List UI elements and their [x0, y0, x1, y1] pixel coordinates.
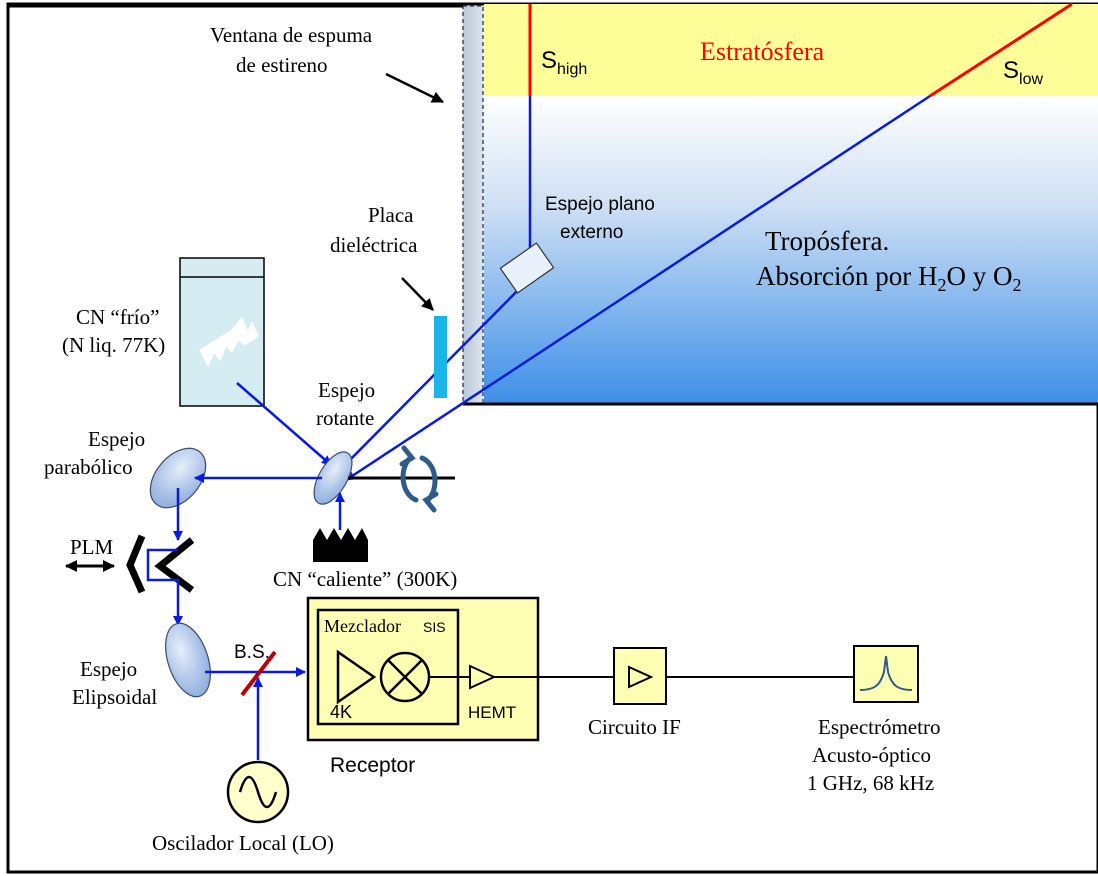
- troposphere-label: Tropósfera.: [765, 226, 889, 256]
- hemt-amplifier-icon: [469, 664, 497, 690]
- spectrometer-label-line1: Espectrómetro: [818, 715, 940, 739]
- window-pointer-arrow: [385, 72, 444, 104]
- if-amplifier-icon: [628, 665, 654, 689]
- troposphere-band: [484, 96, 1098, 404]
- mixer-label: Mezclador: [324, 616, 401, 636]
- sis-mixer-box: [316, 608, 460, 726]
- sis-label: SIS: [423, 619, 446, 635]
- sis-amplifier-icon: [336, 649, 377, 705]
- s-low-red: [929, 2, 1073, 98]
- plm-roof-mirror: [126, 534, 146, 594]
- parabolic-mirror: [149, 447, 207, 509]
- flat-mirror-label-line1: Espejo plano: [545, 194, 655, 215]
- dielectric-plate: [434, 316, 447, 398]
- rotation-arrow-icon: [399, 445, 439, 513]
- dielectric-pointer-arrow: [401, 277, 434, 311]
- absorption-label: Absorción por H2O y O2: [756, 261, 1021, 295]
- if-circuit-label: Circuito IF: [588, 715, 681, 739]
- rotating-mirror: [313, 451, 353, 505]
- if-circuit-box: [613, 647, 667, 705]
- hot-load-absorber-icon: [313, 528, 368, 562]
- cold-load-label-line2: (N liq. 77K): [62, 333, 165, 357]
- rotating-mirror-label-line1: Espejo: [318, 378, 375, 402]
- s-high-label: Shigh: [541, 47, 587, 78]
- ellipsoidal-label-line2: Elipsoidal: [72, 685, 157, 709]
- ellipsoidal-mirror: [165, 622, 211, 698]
- window-label-line1: Ventana de espuma: [210, 23, 373, 47]
- atmosphere-panel: [484, 4, 1098, 406]
- dielectric-label-line1: Placa: [368, 203, 414, 227]
- flat-mirror-label-line2: externo: [560, 222, 623, 243]
- plm-beam-path: [146, 548, 178, 582]
- plm-roof-mirror-2: [154, 537, 195, 593]
- s-low-label: Slow: [1003, 57, 1043, 88]
- ellipsoidal-label-line1: Espejo: [80, 657, 137, 681]
- local-oscillator-label: Oscilador Local (LO): [152, 831, 334, 855]
- stratosphere-label: Estratósfera: [700, 37, 825, 66]
- cold-to-rotating-beam: [236, 382, 332, 466]
- s-low-blue: [345, 94, 931, 482]
- plm-label: PLM: [70, 535, 114, 559]
- cold-load-tank: [179, 257, 265, 407]
- hemt-label: HEMT: [468, 703, 516, 722]
- window-label-line2: de estireno: [236, 53, 328, 77]
- local-oscillator-icon: [226, 760, 290, 824]
- spectrometer-label-line3: 1 GHz, 68 kHz: [807, 771, 934, 795]
- rotating-mirror-label-line2: rotante: [316, 406, 374, 430]
- beam-splitter-label: B.S.: [234, 642, 270, 663]
- cold-load-label-line1: CN “frío”: [76, 305, 159, 329]
- four-k-label: 4K: [330, 702, 352, 722]
- spectrum-peak-icon: [859, 655, 913, 691]
- mixer-icon: [379, 651, 431, 703]
- dielectric-label-line2: dieléctrica: [330, 233, 418, 257]
- absorber-cone-icon: [199, 317, 259, 368]
- spectrometer-box: [853, 645, 919, 703]
- spectrometer-label-line2: Acusto-óptico: [812, 743, 931, 767]
- receiver-label: Receptor: [330, 754, 415, 777]
- beam-splitter: [240, 650, 277, 697]
- hot-load-label: CN “caliente” (300K): [273, 567, 457, 591]
- parabolic-mirror-label-line1: Espejo: [88, 427, 145, 451]
- external-flat-mirror: [499, 242, 555, 294]
- stratosphere-band: [484, 4, 1098, 96]
- parabolic-mirror-label-line2: parabólico: [44, 455, 133, 479]
